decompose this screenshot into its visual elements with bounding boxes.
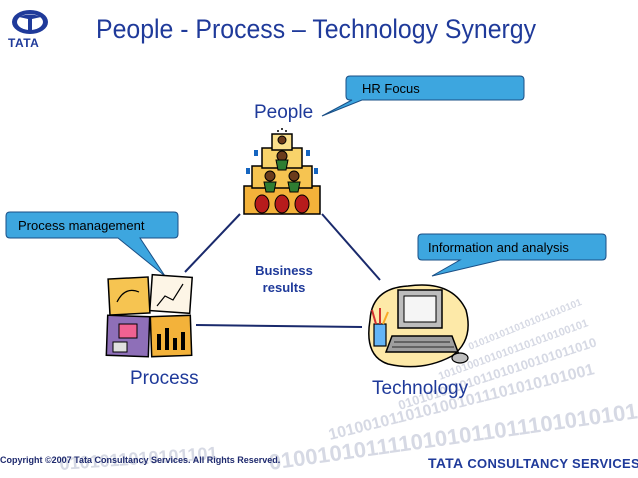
hr-focus-text: HR Focus: [362, 81, 420, 96]
technology-computer-icon: [368, 284, 469, 368]
tata-logo: [6, 8, 50, 52]
people-pyramid-icon: [243, 128, 321, 215]
tcs-brand-tata: TATA: [428, 455, 464, 471]
tata-emblem-icon: [12, 10, 48, 34]
information-analysis-text: Information and analysis: [428, 240, 569, 255]
tcs-brand-rest: CONSULTANCY SERVICES: [467, 456, 638, 471]
tata-logo-text: TATA: [8, 36, 40, 50]
process-label: Process: [130, 368, 199, 389]
business-results-label: Business results: [244, 262, 324, 296]
people-label: People: [254, 102, 314, 123]
business-results-line2: results: [262, 280, 306, 295]
copyright-footer: Copyright ©2007 Tata Consultancy Service…: [0, 455, 281, 465]
technology-label: Technology: [372, 378, 469, 399]
process-collage-icon: [105, 273, 194, 358]
tcs-brand-logo: TATA CONSULTANCY SERVICES: [428, 455, 638, 471]
people-process-line: [184, 213, 241, 273]
business-results-line1: Business: [255, 263, 313, 278]
people-technology-line: [321, 213, 381, 281]
process-management-text: Process management: [18, 218, 145, 233]
process-technology-line: [195, 324, 363, 328]
slide-title: People - Process – Technology Synergy: [96, 14, 537, 44]
